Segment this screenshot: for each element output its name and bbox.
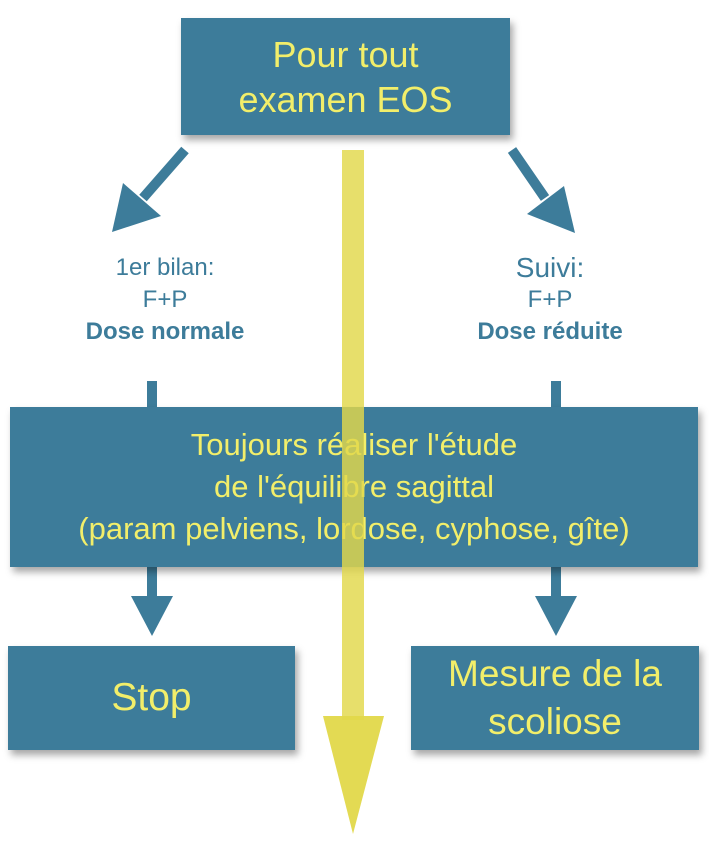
stop-label: Stop [111,676,192,719]
middle-box-line2: de l'équilibre sagittal [214,469,494,504]
arrow-to-first-exam [112,146,189,232]
first-exam-title: 1er bilan: [115,254,215,281]
mesure-line2: scoliose [488,701,622,742]
label-first-exam: 1er bilan: F+P Dose normale [40,252,290,348]
label-followup: Suivi: F+P Dose réduite [420,252,680,348]
middle-box-line1: Toujours réaliser l'étude [190,427,518,462]
followup-dose: Dose réduite [477,318,623,345]
top-box-line1: Pour tout [272,33,419,75]
middle-box-line3: (param pelviens, lordose, cyphose, gîte) [78,511,630,546]
box-stop: Stop [8,646,295,750]
first-exam-views: F+P [142,286,188,313]
followup-views: F+P [527,286,573,313]
box-sagittal-balance: Toujours réaliser l'étude de l'équilibre… [10,407,698,567]
arrow-to-followup [507,147,575,233]
top-box-line2: examen EOS [238,78,453,120]
arrow-to-mesure [535,565,577,636]
followup-title: Suivi: [515,252,585,283]
arrow-to-stop [131,565,173,636]
first-exam-dose: Dose normale [85,318,245,345]
box-mesure-scoliose: Mesure de la scoliose [411,646,699,750]
mesure-line1: Mesure de la [448,653,662,694]
box-pour-tout-examen: Pour tout examen EOS [181,18,510,135]
